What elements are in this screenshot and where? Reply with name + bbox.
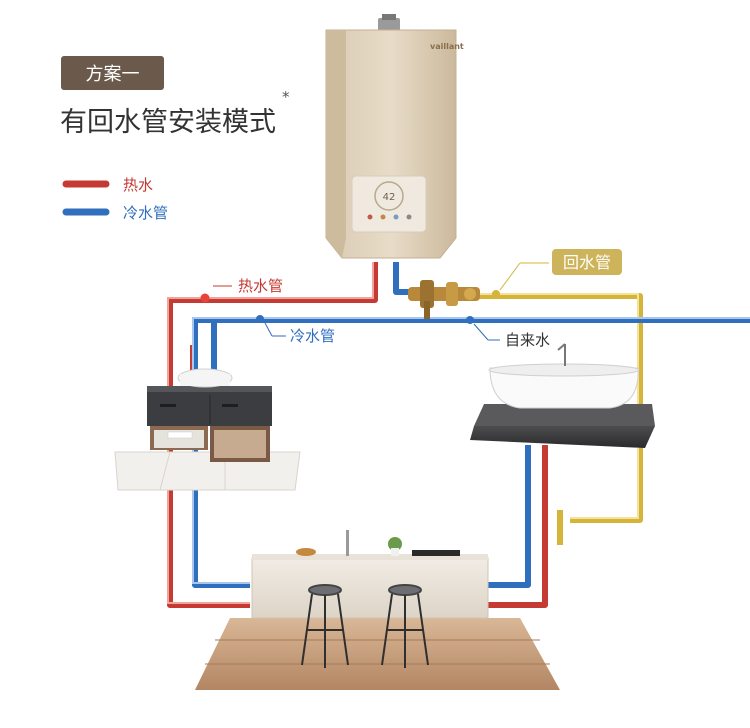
cold-pipe-label: 冷水管 <box>290 327 335 345</box>
return-valve-assembly <box>408 280 480 319</box>
wood-floor <box>195 618 560 690</box>
bathroom-vanity <box>115 369 300 490</box>
title-asterisk: * <box>282 88 290 106</box>
kitchen-island <box>252 530 488 618</box>
hot-pipe-marker <box>201 294 210 303</box>
plan-label: 方案一 <box>86 64 140 85</box>
heater-button-2 <box>381 215 386 220</box>
plan-badge: 方案一 <box>61 56 164 90</box>
heater-button-4 <box>407 215 412 220</box>
legend: 热水 冷水管 <box>66 176 168 222</box>
heater-brand: vaillant <box>430 42 464 51</box>
page-title: 有回水管安装模式 <box>60 107 276 138</box>
legend-cold-label: 冷水管 <box>123 204 168 222</box>
cold-pipe-highlight <box>193 318 750 583</box>
heater-display-value: 42 <box>383 192 396 203</box>
return-pipe-callout: 回水管 <box>492 249 622 298</box>
return-pipe-label: 回水管 <box>563 253 611 272</box>
cold-pipe <box>195 262 750 585</box>
heater-button-1 <box>368 215 373 220</box>
bathtub-platform <box>470 344 655 448</box>
heater-control-panel <box>352 176 426 232</box>
hot-pipe-label: 热水管 <box>238 277 283 295</box>
legend-hot-label: 热水 <box>123 176 153 194</box>
water-heater: vaillant 42 <box>326 14 464 258</box>
tap-water-label: 自来水 <box>505 331 550 349</box>
heater-button-3 <box>394 215 399 220</box>
